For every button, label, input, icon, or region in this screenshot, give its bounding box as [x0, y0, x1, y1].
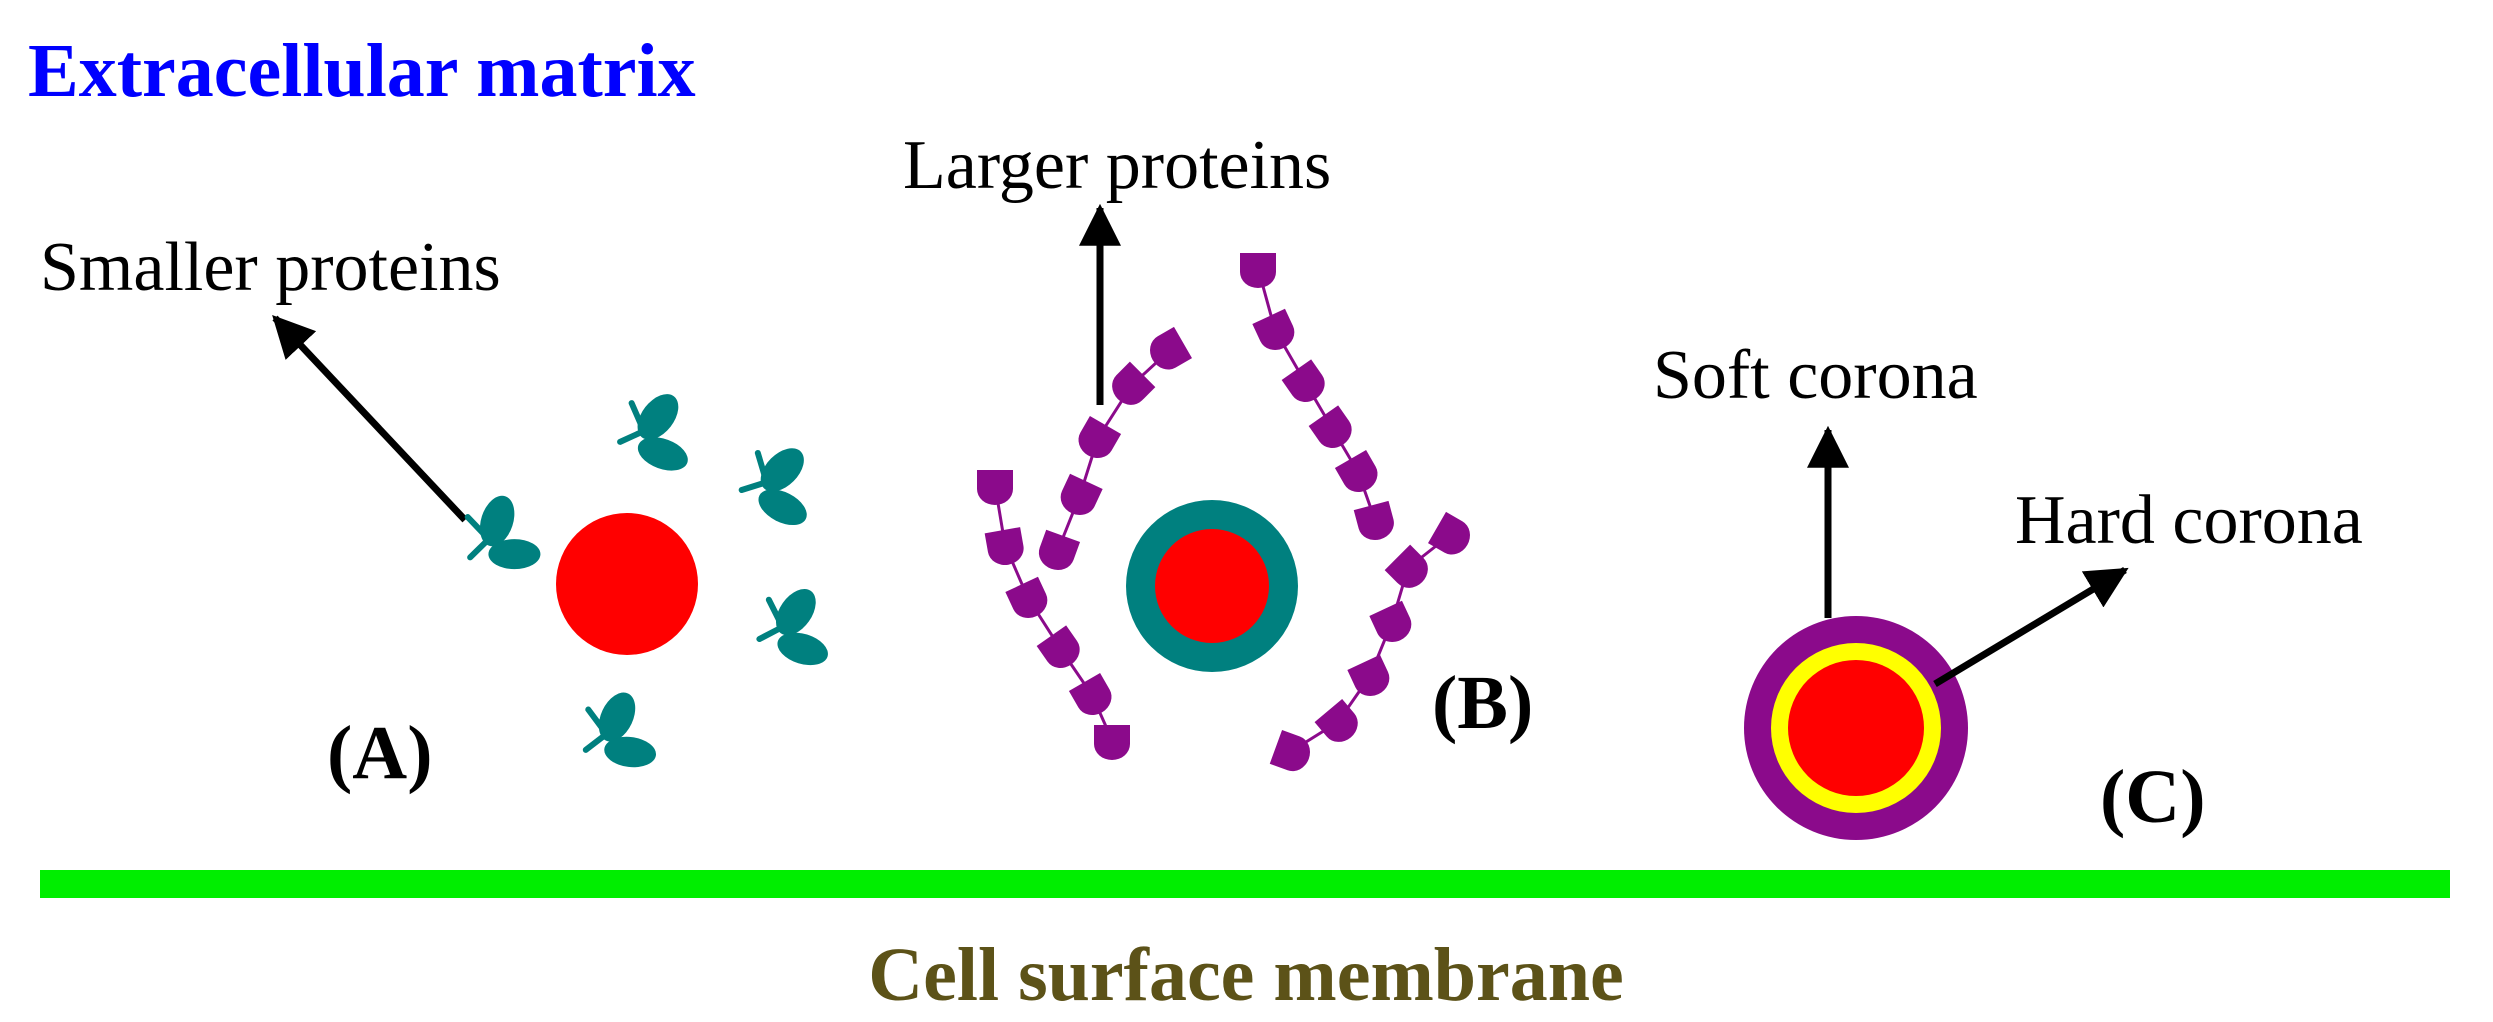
small-protein-icon	[616, 382, 700, 478]
small-protein-icon	[581, 683, 661, 776]
panel-a-label: (A)	[327, 711, 433, 795]
hard-corona-arrow-icon	[1933, 566, 2129, 688]
large-protein-chain-right-upper	[1240, 253, 1398, 544]
larger-proteins-label: Larger proteins	[903, 127, 1331, 204]
nanoparticle-c	[1788, 660, 1924, 796]
panel-c-label: (C)	[2100, 755, 2206, 839]
cell-membrane-line	[40, 870, 2450, 898]
large-protein-chain-left-lower	[977, 470, 1130, 760]
hard-corona-label: Hard corona	[2015, 482, 2363, 559]
nanoparticle-a	[556, 513, 698, 655]
membrane-label: Cell surface membrane	[868, 933, 1624, 1017]
large-protein-chain-right-lower	[1269, 511, 1477, 776]
smaller-proteins-label: Smaller proteins	[40, 229, 501, 306]
large-protein-chain-left-upper	[1034, 326, 1192, 575]
panel-a: Smaller proteins (A)	[40, 229, 837, 795]
smaller-proteins-arrow-icon	[272, 314, 468, 523]
small-protein-icon	[757, 579, 837, 672]
nanoparticle-b	[1155, 529, 1269, 643]
panel-c: Soft corona Hard corona (C)	[1653, 337, 2363, 840]
diagram-title: Extracellular matrix	[28, 29, 696, 113]
panel-b: Larger proteins	[903, 127, 1533, 776]
panel-b-label: (B)	[1432, 661, 1533, 745]
small-protein-icon	[735, 432, 827, 534]
soft-corona-label: Soft corona	[1653, 337, 1978, 414]
small-protein-icon	[458, 483, 547, 583]
